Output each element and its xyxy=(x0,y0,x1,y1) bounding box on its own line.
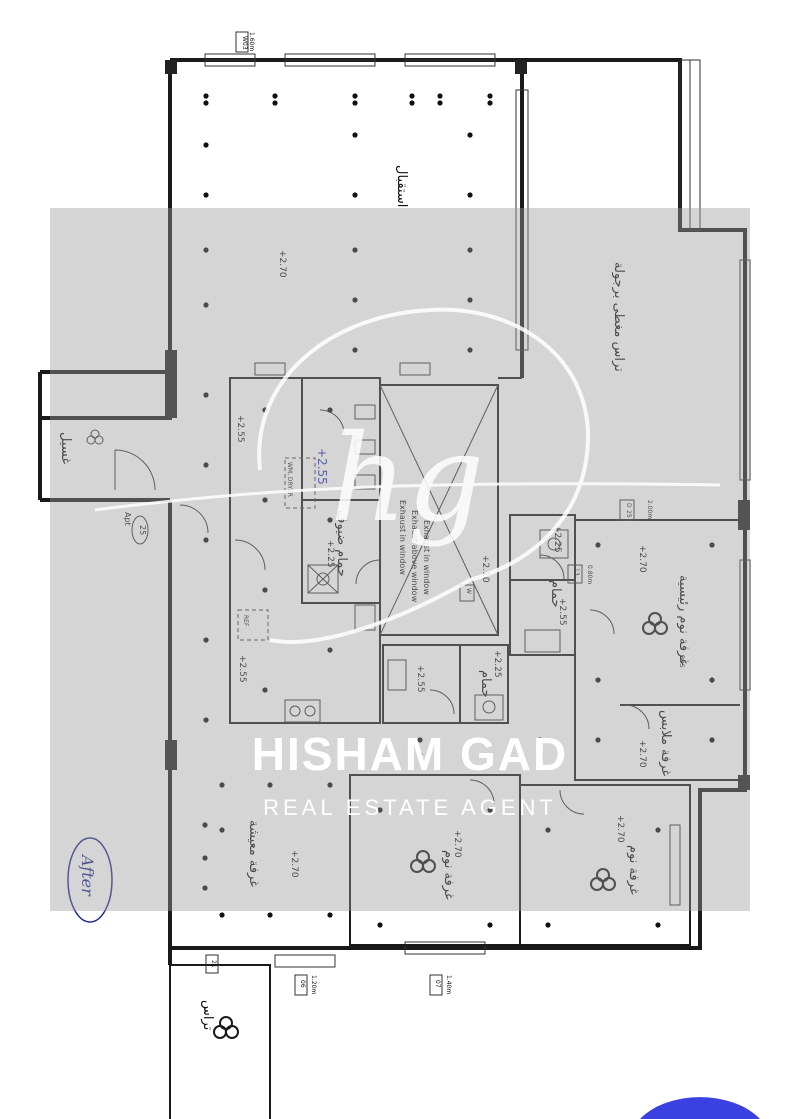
label-bath-1: حمام xyxy=(548,580,563,608)
level-dressing: +2.70 xyxy=(637,740,647,768)
level-handwritten: +2.55 xyxy=(315,448,329,485)
level-bath-2: +2.25 xyxy=(492,650,502,678)
note-fridge: REF xyxy=(242,615,249,627)
watermark-tagline: REAL ESTATE AGENT xyxy=(263,795,557,820)
label-laundry: غسيل xyxy=(58,432,73,464)
level-bedroom-2: +2.70 xyxy=(615,815,625,843)
note-bos: BOS xyxy=(678,655,685,668)
level-bath-1: +2.25 xyxy=(552,525,562,553)
tag-w06: 06 xyxy=(299,980,306,988)
tag-dim-top: 1.60m xyxy=(248,32,255,51)
tag-dim-w06: 1.20m xyxy=(310,975,317,994)
label-bath-guest: حمام ضيوف xyxy=(334,510,349,577)
watermark-name: HISHAM GAD xyxy=(252,728,568,780)
watermark-logo: hg xyxy=(94,307,721,644)
level-living: +2.70 xyxy=(289,850,299,878)
tag-w-shaft: W xyxy=(465,588,472,594)
level-kitchen-mid: +2.55 xyxy=(415,665,425,693)
tag-w07: 07 xyxy=(434,980,441,988)
after-text: After xyxy=(78,853,97,897)
level-kitchen-bottom: +2.55 xyxy=(237,655,247,683)
watermark-band xyxy=(50,208,750,911)
corner-badge xyxy=(640,1097,760,1119)
after-annotation: After xyxy=(67,837,113,923)
tag-dim2: 0.80m xyxy=(586,565,593,584)
label-terrace-pergola: تراس مغطى برجولة xyxy=(611,262,626,372)
tag-w-top: W xyxy=(241,36,248,42)
label-bedroom-2: غرفة نوم xyxy=(626,845,641,895)
note-apt-no: 25 xyxy=(138,525,147,535)
tag-dim-w07: 1.40m xyxy=(445,975,452,994)
level-marks: +2.70 +2.55 +2.55 +2.25 +2.55 +2.10 +2.2… xyxy=(235,250,647,878)
tag-dim-master: 2.00m xyxy=(646,500,653,519)
tag-d13: 13 xyxy=(573,568,580,576)
level-shaft: +2.10 xyxy=(480,555,490,583)
label-bedroom-1: غرفة نوم xyxy=(441,850,456,900)
door-swings xyxy=(114,409,650,815)
note-wm-dryer: WM, DRYER xyxy=(286,462,293,497)
tag-d-master: D xyxy=(625,503,632,508)
label-bath-2: حمام xyxy=(478,670,493,698)
level-reception: +2.70 xyxy=(277,250,287,278)
tag-03-top: 03 xyxy=(241,42,248,50)
label-maid-room: غرفة معيشة xyxy=(246,820,261,887)
label-terrace-small: تراس xyxy=(200,1000,215,1031)
level-master: +2.70 xyxy=(637,545,647,573)
level-bath-1b: +2.55 xyxy=(557,598,567,626)
note-exhaust-1: Exhaust in window xyxy=(398,500,407,575)
level-kitchen-top: +2.55 xyxy=(235,415,245,443)
fixtures xyxy=(237,404,569,723)
level-guest-bath: +2.25 xyxy=(325,540,335,568)
windows xyxy=(204,53,751,968)
note-exhaust-2: Exhaust above window xyxy=(410,510,419,603)
notes: Exhaust in window Exhaust above window E… xyxy=(123,31,685,996)
level-bedroom-1: +2.70 xyxy=(452,830,462,858)
tag-25-master: 25 xyxy=(625,510,632,518)
room-labels: استقبال تراس مغطى برجولة غرفة نوم رئيسية… xyxy=(58,165,691,1031)
tag-d21: 21 xyxy=(210,960,217,968)
label-master-bedroom: غرفة نوم رئيسية xyxy=(676,575,691,665)
watermark-monogram: hg xyxy=(330,410,484,549)
note-exhaust-3: Exhaust in window xyxy=(422,520,431,595)
chandelier-symbols xyxy=(86,429,668,1039)
note-apt: Apt xyxy=(123,512,132,526)
interior-walls xyxy=(229,362,740,946)
label-reception: استقبال xyxy=(394,165,409,207)
label-dressing: غرفة ملابس xyxy=(658,710,673,776)
